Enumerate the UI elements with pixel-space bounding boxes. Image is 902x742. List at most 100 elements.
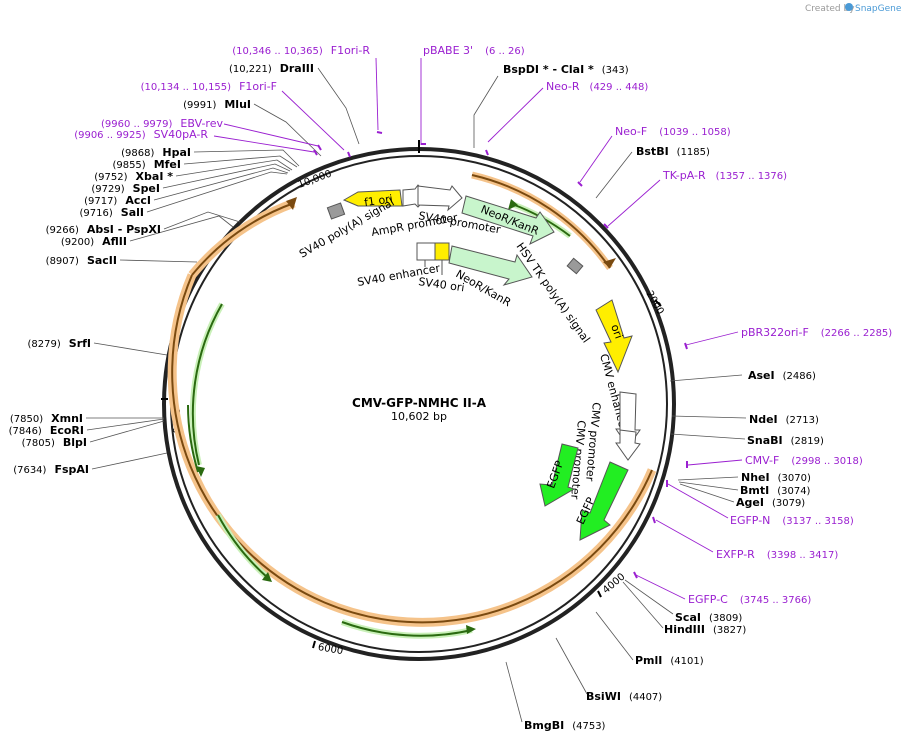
leader-draiii bbox=[317, 67, 360, 145]
leader-f1ori-r bbox=[375, 57, 379, 131]
credit-text: Created by bbox=[805, 4, 855, 14]
enzyme-leader-lines bbox=[86, 67, 747, 723]
mark-pbr322ori-f bbox=[684, 342, 688, 350]
enzyme-draiii: (10,221)DraIII bbox=[229, 62, 314, 75]
leader-hpai bbox=[193, 149, 300, 167]
primer-egfp-n: EGFP-N(3137 .. 3158) bbox=[730, 514, 854, 527]
leader-egfp-c bbox=[635, 574, 686, 600]
orange-arc-2 bbox=[171, 274, 653, 624]
mark-sv40pa-r bbox=[313, 149, 318, 156]
enzyme-srfi: (8279)SrfI bbox=[28, 337, 92, 350]
leader-ecori bbox=[86, 418, 165, 431]
leader-cmv-f bbox=[687, 459, 743, 466]
neor-kanr-inner-arrow bbox=[448, 245, 533, 286]
enzymes-right: BspDI * - ClaI *(343) BstBI(1185) AseI(2… bbox=[503, 63, 824, 732]
mark-egfp-c bbox=[633, 571, 638, 579]
enzyme-snabi: SnaBI(2819) bbox=[747, 434, 824, 447]
leader-sacii bbox=[119, 259, 198, 263]
primer-exfp-r: EXFP-R(3398 .. 3417) bbox=[716, 548, 838, 561]
leader-neo-f bbox=[579, 135, 613, 183]
feature-ori: ori bbox=[608, 323, 625, 341]
green-arc-2-glow bbox=[189, 302, 225, 466]
leader-neo-r bbox=[487, 87, 544, 143]
enzyme-pmli: PmlI(4101) bbox=[635, 654, 704, 667]
primer-ebv-rev: (9960 .. 9979)EBV-rev bbox=[101, 117, 223, 130]
leader-bsiwi bbox=[555, 637, 588, 695]
green-arc-3 bbox=[187, 404, 199, 473]
plasmid-name: CMV-GFP-NMHC II-A bbox=[352, 396, 487, 410]
mark-f1ori-f bbox=[347, 151, 351, 158]
orange-arc-3 bbox=[191, 202, 295, 276]
enzyme-nhei: NheI(3070) bbox=[741, 471, 811, 484]
primer-sv40pa-r: (9906 .. 9925)SV40pA-R bbox=[74, 128, 208, 141]
leader-bspdi bbox=[473, 75, 499, 148]
enzyme-sacii: (8907)SacII bbox=[46, 254, 117, 267]
enzyme-bmgbi: BmgBI(4753) bbox=[524, 719, 606, 732]
egfp-arrow-1 bbox=[539, 443, 579, 507]
enzyme-xmni: (7850)XmnI bbox=[10, 412, 83, 425]
leader-snabi bbox=[670, 433, 746, 440]
leader-nhei bbox=[677, 476, 739, 481]
enzyme-ecori: (7846)EcoRI bbox=[9, 424, 84, 437]
mark-f1ori-r bbox=[376, 131, 383, 134]
primer-neo-r: Neo-R(429 .. 448) bbox=[546, 80, 648, 93]
leader-scai bbox=[624, 579, 674, 615]
leader-pmli bbox=[595, 611, 634, 661]
enzyme-bstbi: BstBI(1185) bbox=[636, 145, 710, 158]
primer-f1ori-r: (10,346 .. 10,365)F1ori-R bbox=[232, 44, 370, 57]
leader-tk-pa-r bbox=[607, 179, 661, 227]
leader-ndei bbox=[671, 415, 747, 419]
primer-labels: (10,346 .. 10,365)F1ori-R pBABE 3'(6 .. … bbox=[74, 44, 892, 606]
leader-bmgbi bbox=[505, 661, 523, 723]
enzyme-ndei: NdeI(2713) bbox=[749, 413, 819, 426]
enzyme-blpi: (7805)BlpI bbox=[22, 436, 87, 449]
enzyme-spei: (9729)SpeI bbox=[91, 182, 160, 195]
green-arc-1-arrowhead bbox=[508, 199, 518, 210]
leader-egfp-n bbox=[667, 483, 729, 519]
primer-leader-lines bbox=[213, 57, 743, 600]
leader-mfei bbox=[183, 155, 298, 168]
tick-6000-mark bbox=[312, 640, 316, 649]
leader-mlui bbox=[253, 103, 322, 157]
enzyme-fspai: (7634)FspAI bbox=[13, 463, 89, 476]
green-arc-5-arrowhead bbox=[466, 625, 476, 634]
enzyme-asei: AseI(2486) bbox=[748, 369, 816, 382]
snapgene-logo-icon bbox=[845, 3, 853, 11]
tick-4000-mark bbox=[597, 590, 602, 598]
tick-4000: 4000 bbox=[601, 571, 628, 596]
enzyme-bspdi-clai: BspDI * - ClaI *(343) bbox=[503, 63, 629, 76]
ori-arrow bbox=[595, 299, 633, 374]
leader-xbai bbox=[175, 159, 293, 177]
enzyme-hpai: (9868)HpaI bbox=[121, 146, 191, 159]
enzyme-aflii: (9200)AflII bbox=[61, 235, 127, 248]
leader-aflii bbox=[129, 215, 234, 242]
leader-srfi bbox=[93, 342, 168, 356]
green-arc-2 bbox=[191, 303, 223, 466]
sv40-promoter-arrow bbox=[417, 185, 463, 212]
leader-bstbi bbox=[595, 151, 633, 199]
egfp-arrow-2 bbox=[579, 461, 629, 541]
leader-sv40pa-r bbox=[213, 135, 315, 153]
primer-egfp-c: EGFP-C(3745 .. 3766) bbox=[688, 593, 811, 606]
leader-sali bbox=[146, 171, 288, 213]
sv40-enhancer-box bbox=[416, 242, 436, 261]
feature-hsv-tk-polya-signal: HSV TK poly(A) signal bbox=[514, 240, 593, 345]
leader-exfp-r bbox=[655, 519, 714, 553]
leader-asei bbox=[669, 374, 743, 382]
leader-f1ori-f bbox=[281, 90, 345, 151]
primer-pbabe3: pBABE 3'(6 .. 26) bbox=[423, 44, 525, 57]
enzyme-scai: ScaI(3809) bbox=[675, 611, 742, 624]
enzyme-mlui: (9991)MluI bbox=[183, 98, 251, 111]
hsv-tk-polya-box bbox=[566, 257, 584, 275]
primer-f1ori-f: (10,134 .. 10,155)F1ori-F bbox=[141, 80, 277, 93]
enzyme-xbai: (9752)XbaI * bbox=[94, 170, 173, 183]
mark-neo-f bbox=[577, 181, 583, 187]
sv40-polya-box bbox=[326, 202, 346, 220]
orange-arc-3-glow bbox=[188, 198, 296, 278]
orange-arc-3-arrowhead bbox=[286, 197, 297, 210]
green-arc-3-arrowhead bbox=[196, 466, 205, 477]
f1-ori-arrow bbox=[342, 189, 403, 207]
plasmid-length: 10,602 bp bbox=[391, 410, 447, 423]
leader-fspai bbox=[91, 452, 168, 470]
leader-acci bbox=[153, 167, 289, 201]
